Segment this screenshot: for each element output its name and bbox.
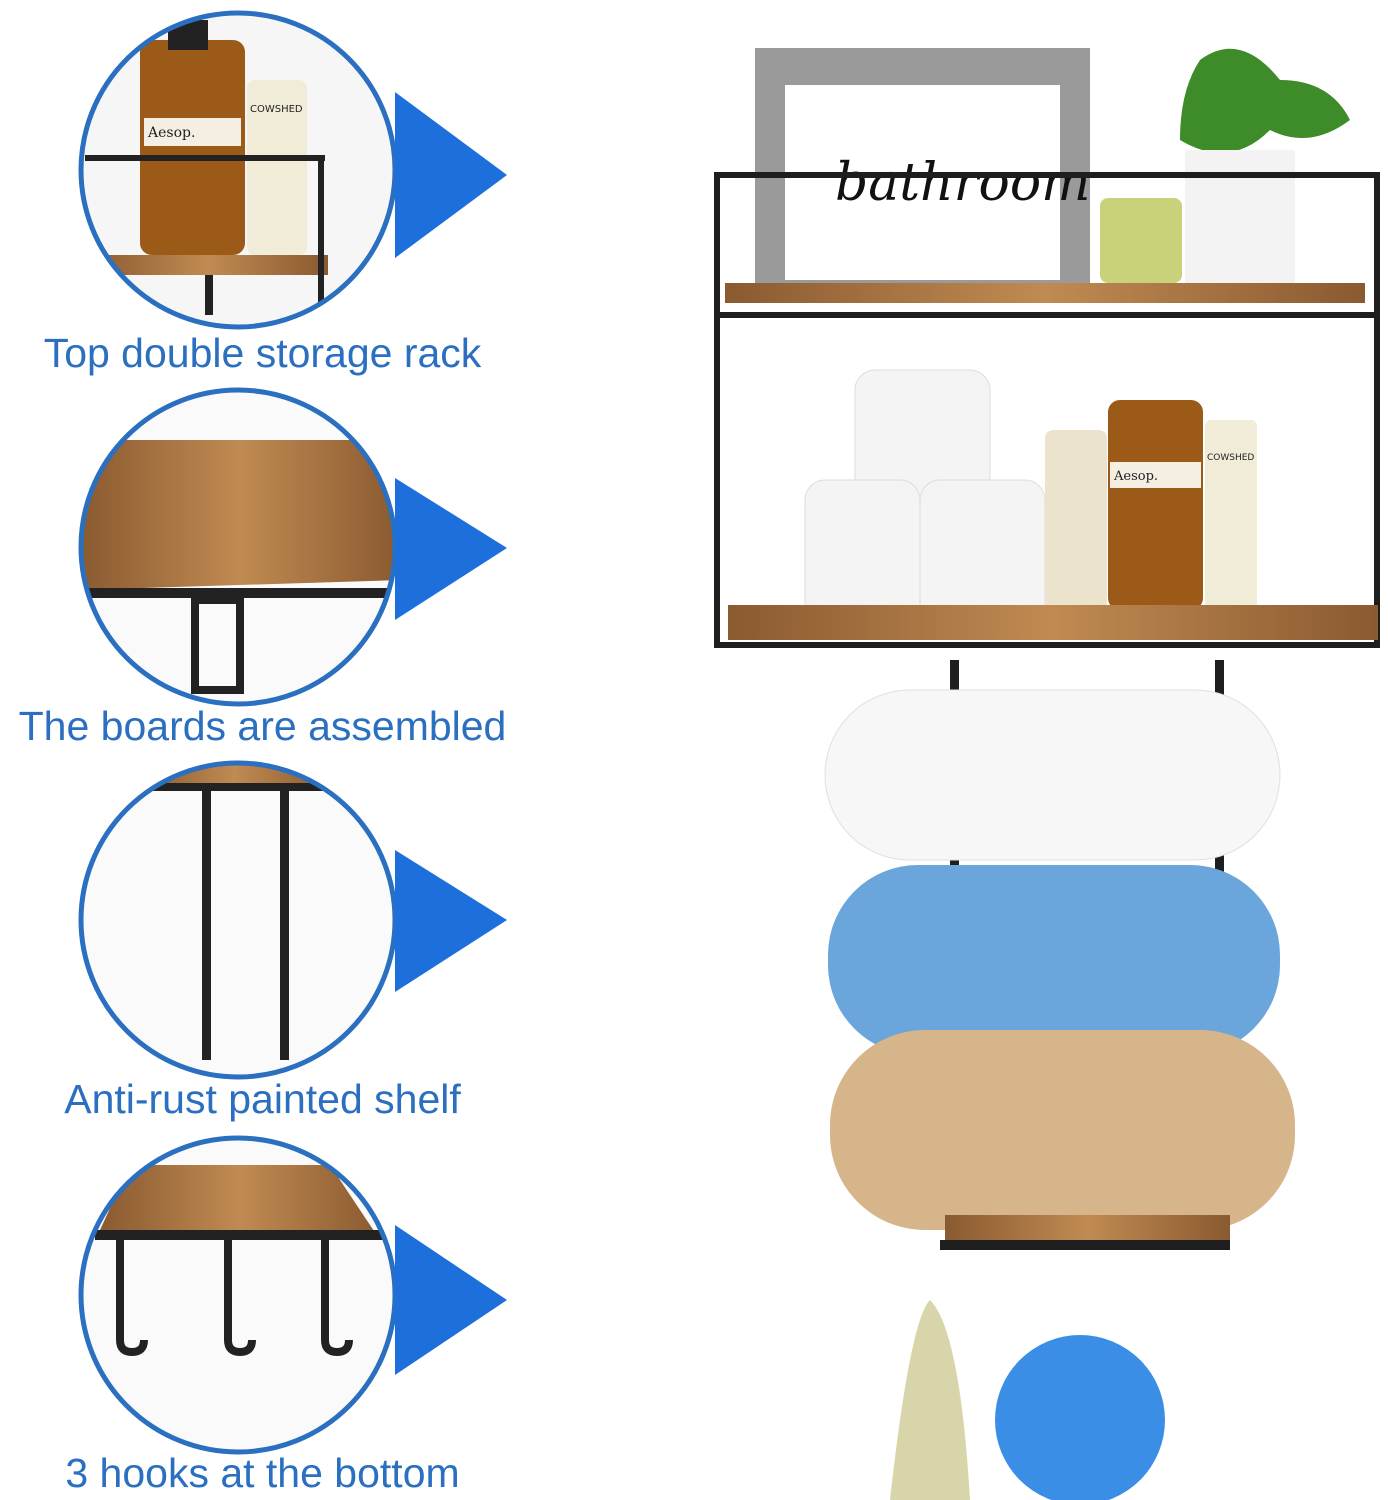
bottle-brand-aesop: Aesop. (1113, 469, 1158, 484)
bottle-brand-cowshed-detail: COWSHED (250, 104, 303, 115)
bath-sponge (995, 1335, 1165, 1500)
towel-rack-shelf: bathroom Aesop. COWSHED (714, 48, 1380, 1500)
pointer-triangle-3 (395, 850, 507, 992)
feature-label-2: The boards are assembled (18, 703, 507, 749)
pointer-triangle-2 (395, 478, 507, 620)
detail-circle-top-shelf: Aesop. COWSHED (78, 10, 507, 330)
feature-label-4: 3 hooks at the bottom (65, 1450, 460, 1496)
bottle-brand-cowshed: COWSHED (1207, 453, 1254, 463)
pointer-triangle-1 (395, 92, 507, 258)
feature-label-3: Anti-rust painted shelf (64, 1076, 461, 1122)
detail-circle-wood-board (78, 387, 507, 707)
pointer-triangle-4 (395, 1225, 507, 1375)
feature-label-1: Top double storage rack (43, 330, 482, 376)
detail-circle-metal-frame (78, 760, 507, 1080)
hand-towel (890, 1300, 970, 1500)
plant (1180, 48, 1350, 153)
detail-circle-hooks (78, 1135, 507, 1455)
sign-text: bathroom (835, 153, 1090, 213)
candle (1100, 198, 1182, 283)
bottle-brand-aesop-detail: Aesop. (147, 125, 195, 141)
